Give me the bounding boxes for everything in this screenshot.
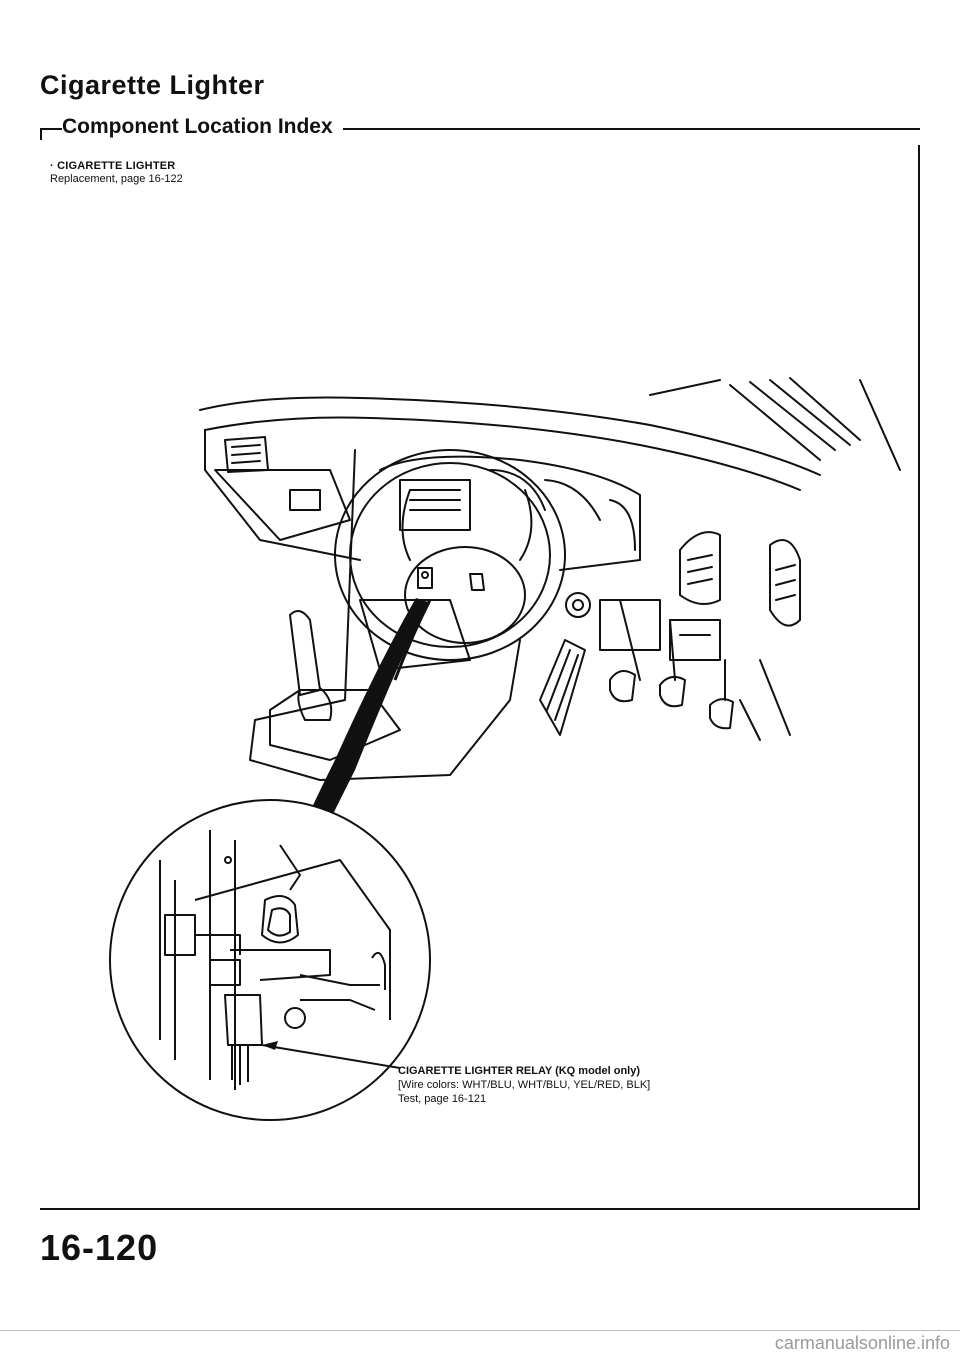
left-vent (224, 436, 269, 473)
windshield-lines (649, 377, 901, 471)
right-vents (679, 531, 801, 627)
component-entry: · CIGARETTE LIGHTER Replacement, page 16… (50, 160, 183, 185)
callout-line-3: Test, page 16-121 (398, 1093, 487, 1105)
frame-right-rule (918, 145, 920, 1210)
pedals (539, 599, 734, 736)
component-name: CIGARETTE LIGHTER (57, 160, 176, 172)
steering-wheel (334, 449, 566, 661)
callout-line-1: CIGARETTE LIGHTER RELAY (KQ model only) (398, 1065, 641, 1077)
callout-line-2: [Wire colors: WHT/BLU, WHT/BLU, YEL/RED,… (398, 1079, 651, 1091)
page-number: 16-120 (40, 1227, 159, 1268)
frame-left-rule (40, 128, 42, 140)
bullet-dot: · (50, 160, 58, 172)
ignition (565, 592, 591, 618)
frame-top-rule (40, 128, 920, 130)
component-reference: Replacement, page 16-122 (50, 173, 183, 185)
detail-inset (109, 799, 431, 1121)
watermark: carmanualsonline.info (774, 1333, 950, 1353)
instrument-cluster (379, 455, 641, 571)
page-title: Cigarette Lighter (40, 70, 265, 100)
gear-shifter (289, 610, 333, 721)
dashboard-top (199, 396, 821, 476)
section-subtitle: Component Location Index (62, 115, 343, 139)
leader-band (290, 598, 428, 860)
frame-bottom-rule (40, 1208, 920, 1210)
relay-callout: CIGARETTE LIGHTER RELAY (KQ model only) … (398, 1064, 650, 1106)
footer-rule (0, 1330, 960, 1331)
